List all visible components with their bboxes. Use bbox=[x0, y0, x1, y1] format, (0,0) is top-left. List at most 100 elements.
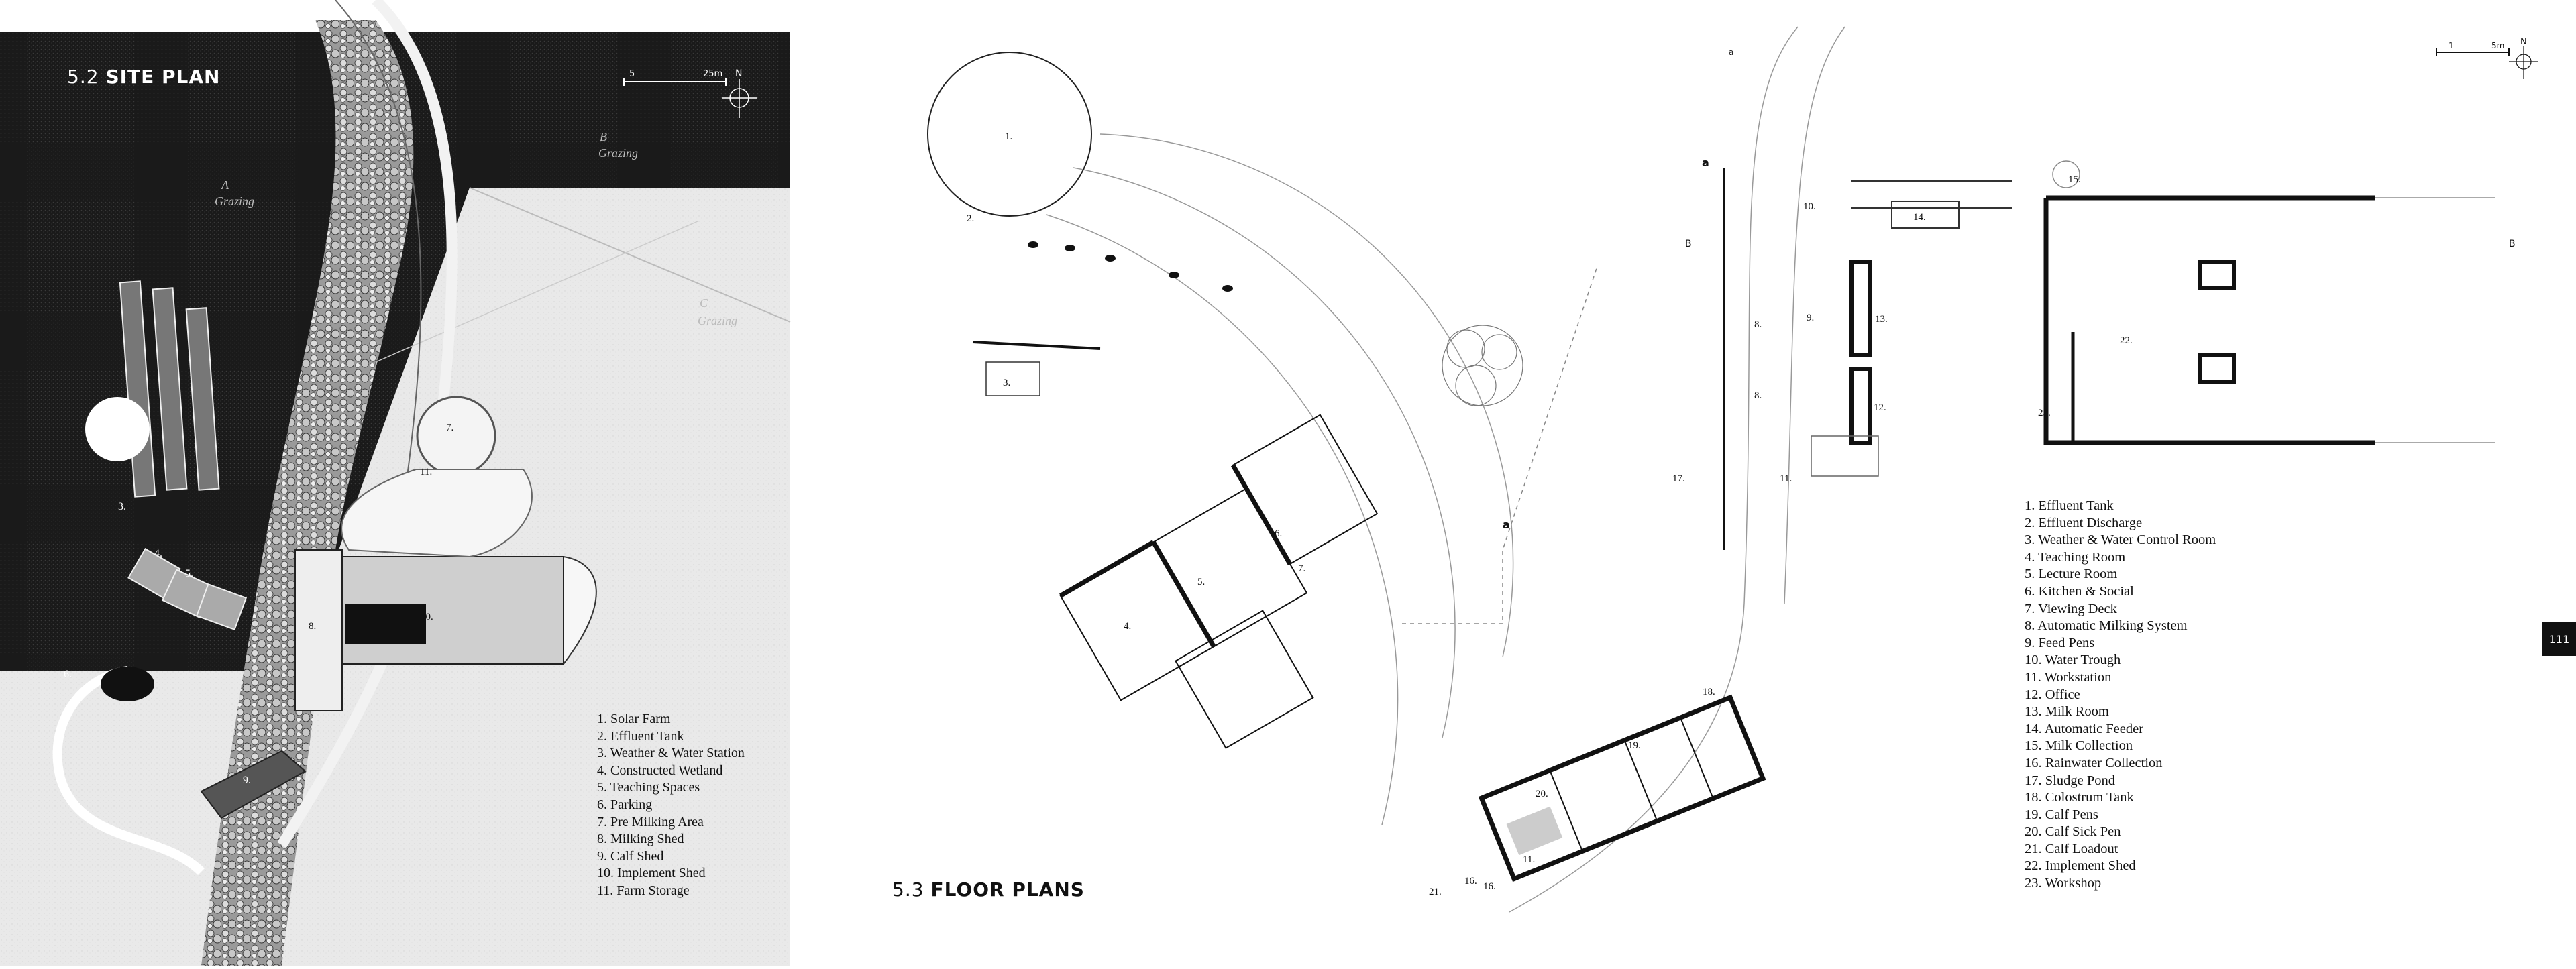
site-scale-bar bbox=[623, 78, 727, 86]
legend-item: 1. Solar Farm bbox=[597, 711, 671, 726]
zone-c-letter: C bbox=[700, 296, 708, 310]
weather-room-wall bbox=[972, 341, 1101, 350]
plan-label: 11. bbox=[1523, 854, 1535, 865]
boundary-dashed bbox=[1402, 268, 1597, 624]
map-label: 9. bbox=[243, 775, 251, 786]
parking-road bbox=[52, 666, 205, 876]
calf-shed-plan bbox=[1478, 694, 1766, 882]
map-label: 2. bbox=[115, 420, 123, 432]
section-mark: B bbox=[2509, 239, 2516, 249]
plan-label: 16. bbox=[1483, 881, 1496, 892]
legend-item: 21. Calf Loadout bbox=[2025, 841, 2118, 856]
legend-item: 11. Workstation bbox=[2025, 669, 2112, 685]
plan-label: 8. bbox=[1754, 319, 1762, 330]
legend-item: 7. Viewing Deck bbox=[2025, 601, 2117, 616]
legend-item: 2. Effluent Tank bbox=[597, 728, 684, 744]
floor-plans-drawing: 1. 2. 3. 4. 5. 6. 7. 8. 8. 9. 10. 11. 11… bbox=[798, 0, 2542, 966]
legend-item: 6. Kitchen & Social bbox=[2025, 583, 2134, 599]
effluent-tank bbox=[85, 397, 150, 461]
plan-label: 10. bbox=[1803, 201, 1816, 212]
legend-item: 7. Pre Milking Area bbox=[597, 814, 704, 830]
site-scale-left: 5 bbox=[629, 69, 635, 79]
weather-room bbox=[985, 361, 1040, 396]
section-mark: a bbox=[1729, 48, 1733, 57]
legend-item: 9. Feed Pens bbox=[2025, 635, 2095, 650]
legend-item: 3. Weather & Water Control Room bbox=[2025, 532, 2216, 548]
north-arrow-icon bbox=[722, 79, 757, 118]
legend-item: 22. Implement Shed bbox=[2025, 858, 2136, 874]
teaching-spaces bbox=[127, 547, 248, 631]
plan-label: 21. bbox=[1429, 887, 1442, 897]
implement-shed-plan bbox=[2043, 195, 2496, 445]
plan-label: 6. bbox=[1275, 528, 1282, 539]
plan-label: 7. bbox=[1298, 563, 1305, 574]
site-plan-drawing: A Grazing B Grazing C Grazing 2. 3. 4. 5… bbox=[0, 0, 798, 966]
calf-shed bbox=[200, 750, 307, 819]
legend-item: 23. Workshop bbox=[2025, 876, 2102, 891]
legend-item: 8. Automatic Milking System bbox=[2025, 618, 2188, 634]
site-north-label: N bbox=[735, 68, 742, 79]
floor-north-label: N bbox=[2520, 37, 2527, 47]
plan-label: 18. bbox=[1703, 687, 1715, 697]
page-number: 111 bbox=[2542, 622, 2576, 656]
floor-plans-svg: 1. 2. 3. 4. 5. 6. 7. 8. 8. 9. 10. 11. 11… bbox=[927, 26, 2538, 913]
floor-plans-legend: 1. Effluent Tank 2. Effluent Discharge 3… bbox=[2025, 498, 2216, 893]
plan-label: 17. bbox=[1672, 473, 1685, 484]
plan-label: 2. bbox=[967, 213, 974, 224]
section-mark: a bbox=[1503, 518, 1510, 531]
map-label: 11. bbox=[420, 467, 432, 477]
legend-item: 13. Milk Room bbox=[2025, 704, 2109, 720]
site-plan-number: 5.2 bbox=[67, 66, 99, 88]
zone-a-name: Grazing bbox=[215, 194, 254, 208]
map-label: 3. bbox=[118, 501, 126, 512]
site-arcs bbox=[1046, 26, 1845, 913]
plan-label: 12. bbox=[1874, 402, 1886, 413]
legend-item: 19. Calf Pens bbox=[2025, 807, 2098, 822]
map-label: 8. bbox=[309, 621, 316, 632]
plan-label: 20. bbox=[1536, 789, 1548, 799]
plan-label: 11. bbox=[1780, 473, 1792, 484]
floor-plans-heading: 5.3 FLOOR PLANS bbox=[892, 878, 1085, 901]
legend-item: 6. Parking bbox=[597, 797, 653, 812]
legend-item: 5. Teaching Spaces bbox=[597, 780, 700, 795]
site-plan-svg: A Grazing B Grazing C Grazing 2. 3. 4. 5… bbox=[0, 0, 791, 966]
solar-farm bbox=[119, 280, 220, 498]
plan-label: 22. bbox=[2120, 335, 2133, 346]
plan-label: 19. bbox=[1628, 740, 1641, 751]
plan-label: 14. bbox=[1913, 212, 1926, 223]
tree-icon bbox=[1442, 325, 1523, 406]
legend-item: 12. Office bbox=[2025, 687, 2080, 702]
floor-plans-title: FLOOR PLANS bbox=[930, 878, 1085, 901]
floor-scale-left: 1 bbox=[2449, 41, 2454, 50]
legend-item: 2. Effluent Discharge bbox=[2025, 515, 2143, 530]
floor-plans-number: 5.3 bbox=[892, 878, 924, 901]
plan-label: 23. bbox=[2038, 408, 2051, 418]
plan-label: 15. bbox=[2068, 174, 2081, 185]
north-arrow-icon bbox=[2509, 46, 2538, 79]
plan-label: 1. bbox=[1005, 131, 1012, 142]
legend-item: 1. Effluent Tank bbox=[2025, 498, 2114, 513]
legend-item: 14. Automatic Feeder bbox=[2025, 721, 2144, 736]
section-mark: B bbox=[1685, 239, 1692, 249]
plan-label: 13. bbox=[1875, 314, 1888, 325]
legend-item: 9. Calf Shed bbox=[597, 848, 664, 864]
effluent-tank-plan bbox=[927, 52, 1092, 217]
map-label: 4. bbox=[154, 548, 162, 559]
zone-c-name: Grazing bbox=[698, 314, 737, 327]
pre-milking-area bbox=[416, 396, 496, 476]
zone-b-name: Grazing bbox=[598, 146, 638, 160]
plan-label: 8. bbox=[1754, 390, 1762, 401]
farm-storage bbox=[341, 469, 533, 558]
legend-item: 10. Implement Shed bbox=[597, 866, 706, 881]
shed-interior bbox=[345, 604, 426, 644]
floor-scale-bar bbox=[2436, 48, 2510, 56]
parking bbox=[101, 667, 154, 701]
plan-label: 16. bbox=[1464, 876, 1477, 887]
legend-item: 3. Weather & Water Station bbox=[597, 746, 745, 761]
site-scale-right: 25m bbox=[703, 69, 722, 79]
zone-a-letter: A bbox=[221, 178, 229, 192]
plan-label: 4. bbox=[1124, 621, 1131, 632]
teaching-building bbox=[1059, 414, 1379, 749]
site-plan-title: SITE PLAN bbox=[105, 66, 221, 88]
creek-vegetation bbox=[201, 20, 414, 966]
